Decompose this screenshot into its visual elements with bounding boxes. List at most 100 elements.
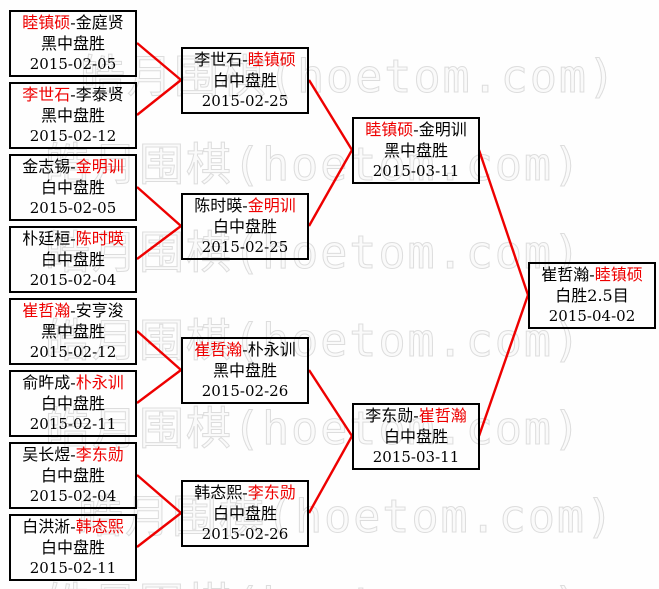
connector-line xyxy=(136,186,182,227)
dash-separator: - xyxy=(70,301,76,320)
match-players: 李世石-睦镇硕 xyxy=(194,49,295,70)
match-players: 睦镇硕-金明训 xyxy=(365,119,466,140)
match-date: 2015-02-11 xyxy=(29,559,117,577)
result-text: 白中盘胜 xyxy=(40,538,105,557)
match-sf-2: 李东勋-崔哲瀚 白中盘胜 2015-03-11 xyxy=(352,403,480,470)
player1-name: 李东勋 xyxy=(365,406,414,425)
match-date: 2015-02-04 xyxy=(29,487,117,505)
player2-name: 金明训 xyxy=(418,120,467,139)
result-text: 黑中盘胜 xyxy=(40,34,105,53)
match-date: 2015-02-04 xyxy=(29,271,117,289)
connector-line xyxy=(136,42,182,81)
player1-name: 陈时暎 xyxy=(194,196,243,215)
result-text: 白中盘胜 xyxy=(212,504,277,523)
result-text: 白中盘胜 xyxy=(40,466,105,485)
match-date: 2015-02-11 xyxy=(29,415,117,433)
player1-name: 韩态熙 xyxy=(194,483,243,502)
match-date: 2015-02-26 xyxy=(201,382,289,400)
match-players: 李世石-李泰贤 xyxy=(22,84,123,105)
match-date: 2015-02-25 xyxy=(201,238,289,256)
match-date: 2015-03-11 xyxy=(372,162,460,180)
match-r1-5: 崔哲瀚-安亨浚 黑中盘胜 2015-02-12 xyxy=(9,298,137,365)
result-text: 白胜2.5目 xyxy=(555,286,629,305)
player2-name: 李东勋 xyxy=(75,445,124,464)
player1-name: 崔哲瀚 xyxy=(194,340,243,359)
player2-name: 朴永训 xyxy=(247,340,296,359)
result-text: 白中盘胜 xyxy=(212,217,277,236)
dash-separator: - xyxy=(589,265,595,284)
match-r1-4: 朴廷桓-陈时暎 白中盘胜 2015-02-04 xyxy=(9,226,137,293)
dash-separator: - xyxy=(70,373,76,392)
match-qf-4: 韩态熙-李东勋 白中盘胜 2015-02-26 xyxy=(181,480,309,547)
dash-separator: - xyxy=(70,13,76,32)
dash-separator: - xyxy=(70,85,76,104)
result-text: 黑中盘胜 xyxy=(40,322,105,341)
result-text: 黑中盘胜 xyxy=(40,106,105,125)
match-date: 2015-02-12 xyxy=(29,127,117,145)
player2-name: 李东勋 xyxy=(247,483,296,502)
match-date: 2015-02-05 xyxy=(29,55,117,73)
match-date: 2015-03-11 xyxy=(372,448,460,466)
result-text: 白中盘胜 xyxy=(212,71,277,90)
player2-name: 金明训 xyxy=(247,196,296,215)
match-players: 睦镇硕-金庭贤 xyxy=(22,12,123,33)
player2-name: 李泰贤 xyxy=(75,85,124,104)
player1-name: 俞旿成 xyxy=(22,373,71,392)
result-text: 白中盘胜 xyxy=(40,178,105,197)
player1-name: 李世石 xyxy=(22,85,71,104)
match-date: 2015-02-26 xyxy=(201,525,289,543)
match-r1-3: 金志锡-金明训 白中盘胜 2015-02-05 xyxy=(9,154,137,221)
connector-line xyxy=(136,474,182,514)
match-players: 吴长煜-李东勋 xyxy=(22,444,123,465)
dash-separator: - xyxy=(242,196,248,215)
match-r1-6: 俞旿成-朴永训 白中盘胜 2015-02-11 xyxy=(9,370,137,437)
dash-separator: - xyxy=(242,483,248,502)
match-r1-2: 李世石-李泰贤 黑中盘胜 2015-02-12 xyxy=(9,82,137,149)
player1-name: 崔哲瀚 xyxy=(22,301,71,320)
dash-separator: - xyxy=(70,517,76,536)
player2-name: 金庭贤 xyxy=(75,13,124,32)
player1-name: 崔哲瀚 xyxy=(541,265,590,284)
dash-separator: - xyxy=(242,50,248,69)
match-players: 朴廷桓-陈时暎 xyxy=(22,228,123,249)
match-players: 崔哲瀚-安亨浚 xyxy=(22,300,123,321)
player1-name: 白洪淅 xyxy=(22,517,71,536)
connector-line xyxy=(477,149,530,296)
match-qf-1: 李世石-睦镇硕 白中盘胜 2015-02-25 xyxy=(181,47,309,114)
player1-name: 朴廷桓 xyxy=(22,229,71,248)
match-r1-8: 白洪淅-韩态熙 白中盘胜 2015-02-11 xyxy=(9,514,137,581)
player2-name: 安亨浚 xyxy=(75,301,124,320)
player1-name: 李世石 xyxy=(194,50,243,69)
player2-name: 陈时暎 xyxy=(75,229,124,248)
match-players: 俞旿成-朴永训 xyxy=(22,372,123,393)
result-text: 白中盘胜 xyxy=(40,250,105,269)
match-date: 2015-02-12 xyxy=(29,343,117,361)
match-players: 崔哲瀚-朴永训 xyxy=(194,339,295,360)
dash-separator: - xyxy=(242,340,248,359)
connector-line xyxy=(136,512,182,548)
connector-line xyxy=(136,79,182,116)
match-players: 崔哲瀚-睦镇硕 xyxy=(541,264,642,285)
dash-separator: - xyxy=(413,120,419,139)
player1-name: 吴长煜 xyxy=(22,445,71,464)
dash-separator: - xyxy=(413,406,419,425)
dash-separator: - xyxy=(70,229,76,248)
match-final: 崔哲瀚-睦镇硕 白胜2.5目 2015-04-02 xyxy=(528,262,656,329)
connector-line xyxy=(307,435,354,514)
connector-line xyxy=(307,149,354,227)
match-players: 李东勋-崔哲瀚 xyxy=(365,405,466,426)
player2-name: 朴永训 xyxy=(75,373,124,392)
match-qf-2: 陈时暎-金明训 白中盘胜 2015-02-25 xyxy=(181,193,309,260)
player2-name: 金明训 xyxy=(75,157,124,176)
result-text: 黑中盘胜 xyxy=(212,361,277,380)
player1-name: 睦镇硕 xyxy=(22,13,71,32)
match-players: 白洪淅-韩态熙 xyxy=(22,516,123,537)
match-players: 韩态熙-李东勋 xyxy=(194,482,295,503)
result-text: 黑中盘胜 xyxy=(383,141,448,160)
player2-name: 睦镇硕 xyxy=(247,50,296,69)
connector-line xyxy=(136,330,182,371)
connector-line xyxy=(477,294,530,437)
player2-name: 睦镇硕 xyxy=(594,265,643,284)
